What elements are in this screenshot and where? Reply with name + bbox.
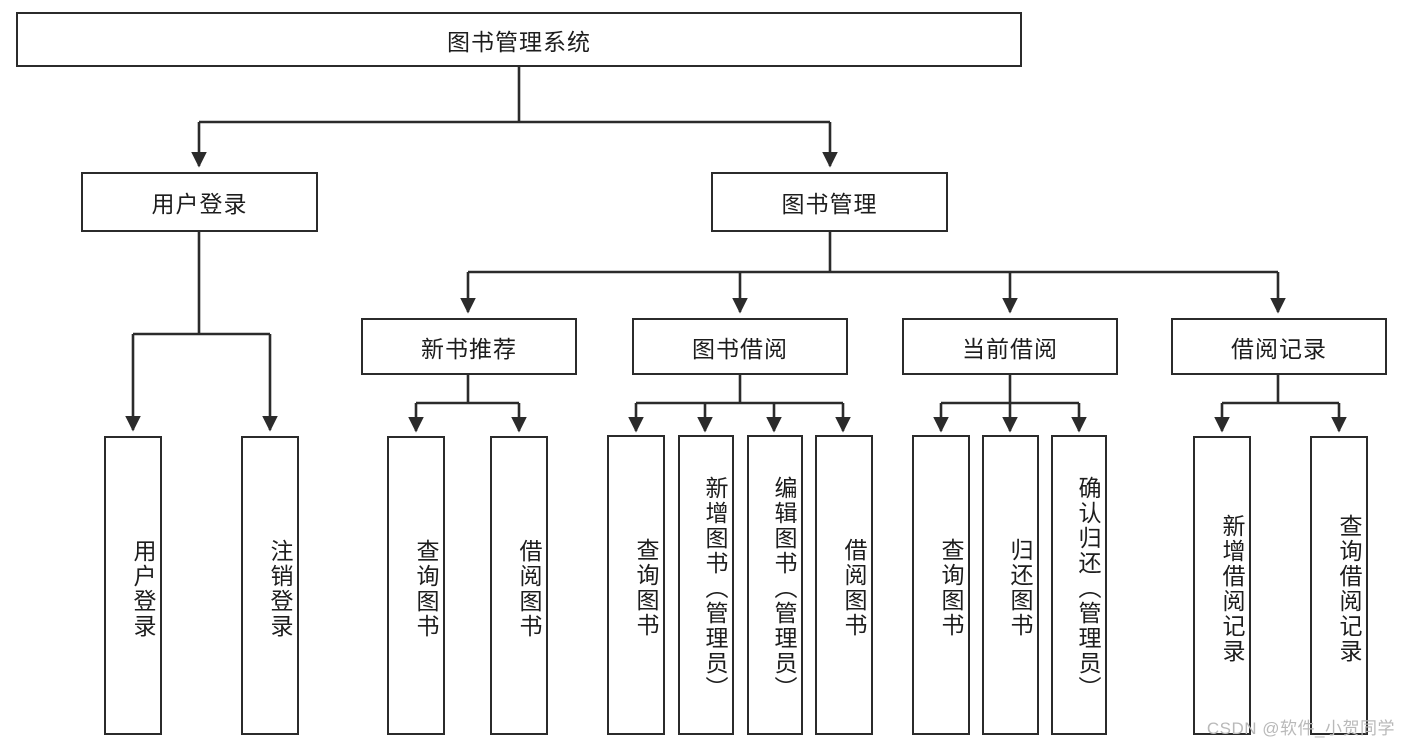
leaf-new-book-query-books[interactable]: 查询图书 [387,436,445,735]
leaf-user-login-login[interactable]: 用户登录 [104,436,162,735]
node-borrowing-records[interactable]: 借阅记录 [1171,318,1387,375]
leaf-book-borrow-borrow-books[interactable]: 借阅图书 [815,435,873,735]
leaf-records-add-borrow-record[interactable]: 新增借阅记录 [1193,436,1251,735]
leaf-book-borrow-query-books[interactable]: 查询图书 [607,435,665,735]
leaf-book-borrow-edit-book-admin[interactable]: 编辑图书（管理员） [747,435,803,735]
leaf-user-login-logout[interactable]: 注销登录 [241,436,299,735]
watermark: CSDN @软件_小贺同学 [1206,719,1395,738]
node-root-book-management-system[interactable]: 图书管理系统 [16,12,1022,67]
node-book-borrowing[interactable]: 图书借阅 [632,318,848,375]
leaf-new-book-borrow-books[interactable]: 借阅图书 [490,436,548,735]
leaf-current-borrow-query-books[interactable]: 查询图书 [912,435,970,735]
leaf-records-query-borrow-record[interactable]: 查询借阅记录 [1310,436,1368,735]
leaf-current-borrow-confirm-return-admin[interactable]: 确认归还（管理员） [1051,435,1107,735]
leaf-book-borrow-add-book-admin[interactable]: 新增图书（管理员） [678,435,734,735]
node-new-book-recommendation[interactable]: 新书推荐 [361,318,577,375]
node-book-management[interactable]: 图书管理 [711,172,948,232]
leaf-current-borrow-return-books[interactable]: 归还图书 [982,435,1039,735]
node-user-login[interactable]: 用户登录 [81,172,318,232]
node-current-borrowing[interactable]: 当前借阅 [902,318,1118,375]
